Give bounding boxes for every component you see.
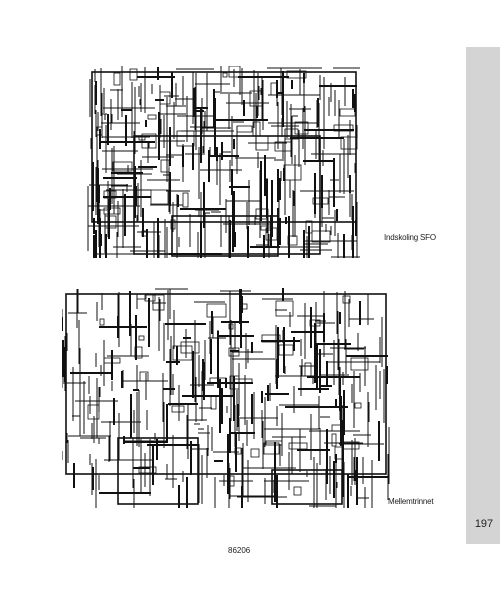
floor-plan-2-drawing bbox=[62, 288, 390, 508]
page-number: 197 bbox=[474, 518, 494, 530]
caption-indskoling-sfo: Indskoling SFO bbox=[384, 233, 436, 242]
footer-code: 86206 bbox=[228, 546, 251, 555]
floor-plan-mellemtrinnet bbox=[62, 288, 390, 510]
chapter-sidebar-tab bbox=[466, 47, 500, 544]
caption-mellemtrinnet: Mellemtrinnet bbox=[388, 497, 434, 506]
floor-plan-1-drawing bbox=[87, 66, 360, 258]
floor-plan-indskoling-sfo bbox=[86, 66, 362, 260]
